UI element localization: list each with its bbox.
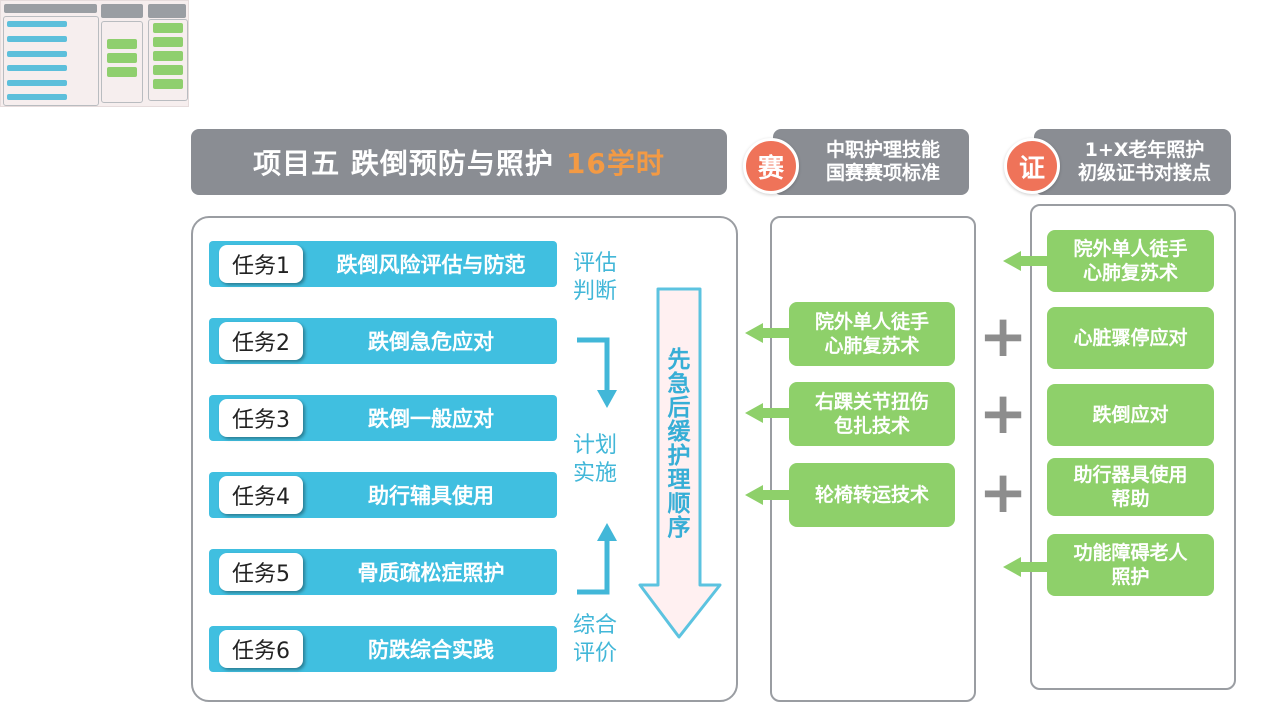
certificate-title-line2: 初级证书对接点	[1077, 162, 1211, 184]
plus-icon: +	[978, 302, 1028, 370]
task-bar[interactable]: 任务5 骨质疏松症照护	[209, 549, 557, 595]
plus-icon: +	[978, 458, 1028, 526]
competition-item-line2: 心肺复苏术	[824, 335, 920, 357]
certificate-item[interactable]: 功能障碍老人照护	[1047, 534, 1214, 596]
certificate-item-line2: 照护	[1111, 566, 1150, 588]
stage-evaluate-line2: 评价	[572, 641, 617, 666]
task-tag: 任务5	[219, 553, 303, 591]
certificate-item[interactable]: 跌倒应对	[1047, 384, 1214, 446]
task-name: 跌倒一般应对	[368, 407, 494, 431]
stage-plan-line2: 实施	[572, 461, 617, 486]
stage-plan-line1: 计划	[572, 433, 617, 458]
sequence-label: 先急后缓护理顺序	[667, 347, 691, 541]
competition-item[interactable]: 轮椅转运技术	[789, 463, 955, 527]
certificate-item-line1: 心脏骤停应对	[1073, 327, 1188, 349]
competition-item-line1: 院外单人徒手	[814, 311, 929, 333]
certificate-item-line2: 心肺复苏术	[1082, 262, 1178, 284]
task-name: 防跌综合实践	[368, 638, 494, 662]
task-tag: 任务2	[219, 322, 303, 360]
task-name: 骨质疏松症照护	[357, 561, 505, 585]
up-elbow-arrow-icon	[577, 523, 617, 595]
task-bar[interactable]: 任务4 助行辅具使用	[209, 472, 557, 518]
competition-badge: 赛	[743, 138, 799, 194]
certificate-title-line1: 1+X老年照护	[1084, 139, 1205, 161]
slide-thumbnail[interactable]	[0, 0, 189, 107]
certificate-item-line1: 跌倒应对	[1092, 404, 1169, 426]
competition-title-bar: 中职护理技能 国赛赛项标准	[773, 129, 969, 195]
certificate-item[interactable]: 助行器具使用帮助	[1047, 458, 1214, 516]
competition-panel	[770, 216, 976, 702]
competition-item[interactable]: 右踝关节扭伤包扎技术	[789, 382, 955, 446]
task-bar[interactable]: 任务3 跌倒一般应对	[209, 395, 557, 441]
plus-icon: +	[978, 379, 1028, 447]
task-tag: 任务4	[219, 476, 303, 514]
left-arrow-icon	[1003, 557, 1051, 577]
sequence-down-arrow-icon	[638, 287, 722, 639]
task-tag: 任务3	[219, 399, 303, 437]
certificate-item[interactable]: 院外单人徒手心肺复苏术	[1047, 230, 1214, 292]
task-bar[interactable]: 任务1 跌倒风险评估与防范	[209, 241, 557, 287]
competition-title-line1: 中职护理技能	[825, 139, 940, 161]
stage-plan: 计划 实施	[570, 432, 620, 488]
left-arrow-icon	[745, 323, 791, 343]
stage-assess-line2: 判断	[572, 279, 617, 304]
stage-evaluate: 综合 评价	[570, 612, 620, 668]
stage-evaluate-line1: 综合	[572, 613, 617, 638]
task-bar[interactable]: 任务6 防跌综合实践	[209, 626, 557, 672]
tasks-panel	[191, 216, 738, 702]
left-arrow-icon	[745, 485, 791, 505]
left-arrow-icon	[745, 403, 791, 423]
task-tag: 任务6	[219, 630, 303, 668]
task-name: 助行辅具使用	[368, 484, 494, 508]
certificate-title-bar: 1+X老年照护 初级证书对接点	[1034, 129, 1231, 195]
competition-item-line2: 包扎技术	[833, 415, 910, 437]
stage-assess-line1: 评估	[572, 251, 617, 276]
certificate-item-line2: 帮助	[1111, 488, 1150, 510]
project-title-bar: 项目五 跌倒预防与照护 16学时	[191, 129, 727, 195]
task-tag: 任务1	[219, 245, 303, 283]
competition-item-line1: 右踝关节扭伤	[814, 391, 929, 413]
project-title: 项目五 跌倒预防与照护	[253, 147, 554, 180]
down-elbow-arrow-icon	[577, 337, 617, 408]
task-bar[interactable]: 任务2 跌倒急危应对	[209, 318, 557, 364]
certificate-badge: 证	[1004, 138, 1060, 194]
certificate-item-line1: 功能障碍老人	[1073, 542, 1188, 564]
certificate-item[interactable]: 心脏骤停应对	[1047, 307, 1214, 369]
competition-item-line1: 轮椅转运技术	[814, 484, 929, 506]
stage-assess: 评估 判断	[570, 250, 620, 306]
certificate-item-line1: 院外单人徒手	[1073, 238, 1188, 260]
competition-item[interactable]: 院外单人徒手心肺复苏术	[789, 302, 955, 366]
task-name: 跌倒风险评估与防范	[336, 253, 526, 277]
task-name: 跌倒急危应对	[368, 330, 494, 354]
competition-title-line2: 国赛赛项标准	[825, 162, 940, 184]
project-hours: 16学时	[565, 147, 665, 180]
left-arrow-icon	[1003, 251, 1051, 271]
certificate-item-line1: 助行器具使用	[1073, 464, 1188, 486]
